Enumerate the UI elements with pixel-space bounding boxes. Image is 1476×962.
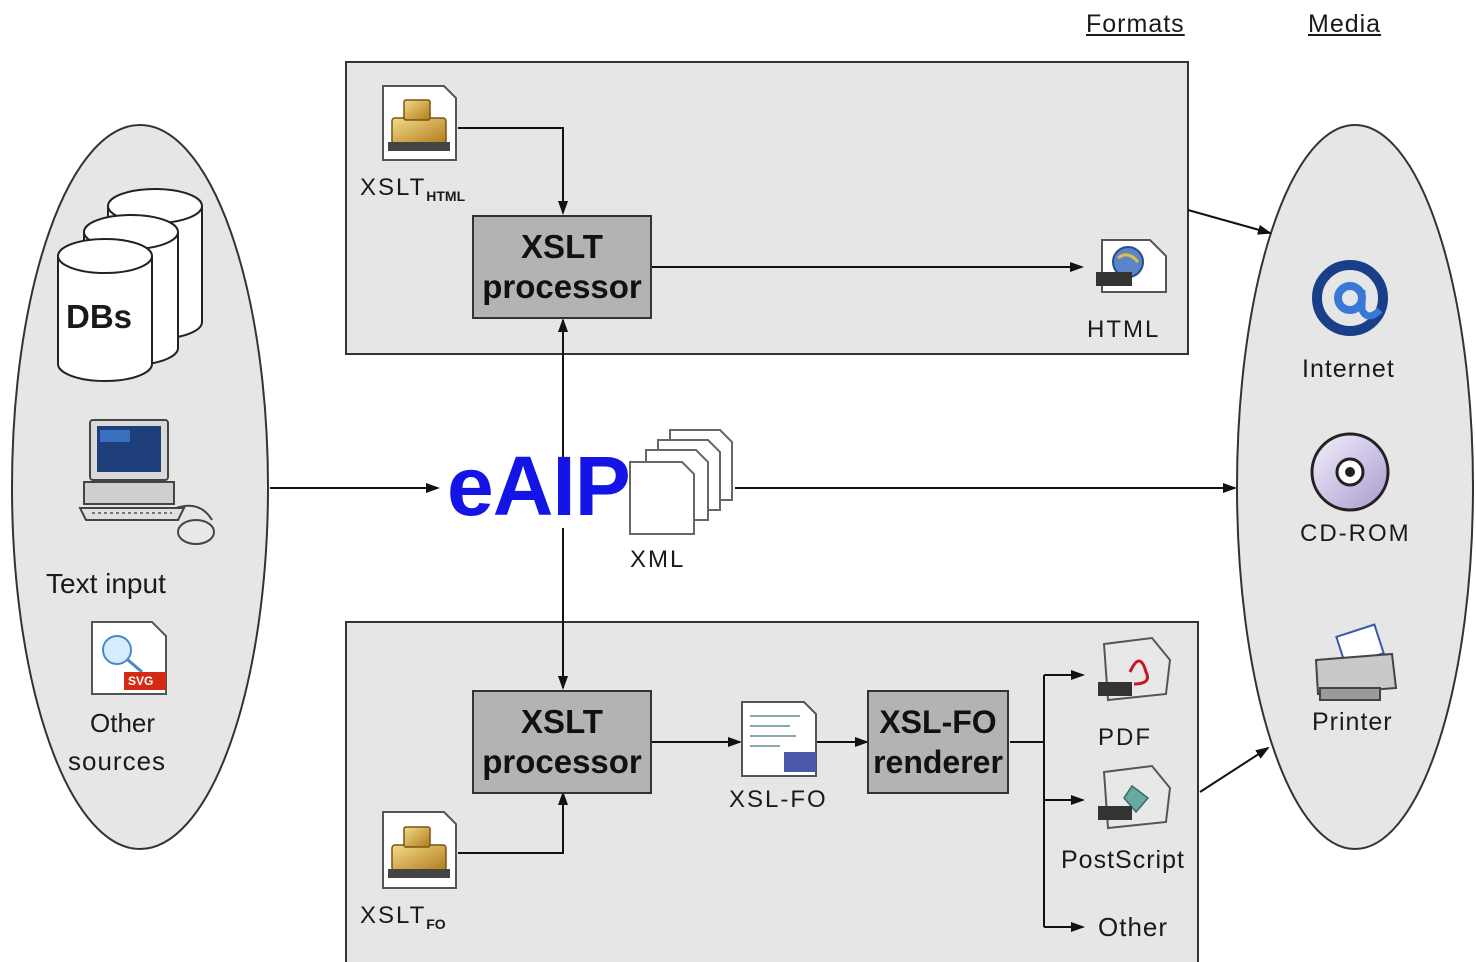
- print-panel-to-media-arrow: [1199, 746, 1270, 793]
- html-file-icon: [1096, 239, 1167, 293]
- xslfo-label: XSL-FO: [729, 786, 828, 813]
- at-sign-icon: [1312, 260, 1388, 336]
- databases-label: DBs: [66, 298, 133, 335]
- fo-processor-line1: XSLT: [521, 703, 603, 740]
- html-processor-line2: processor: [482, 268, 642, 305]
- other-sources-label-line2: sources: [68, 746, 167, 776]
- html-panel-to-media-arrow: [1187, 209, 1272, 235]
- xslt-fo-label: XSLTFO: [360, 902, 446, 932]
- html-xslt-processor: XSLT processor: [472, 215, 652, 319]
- other-sources-label-line1: Other: [90, 708, 156, 738]
- xslfo-file-icon: [741, 701, 817, 777]
- text-input-label: Text input: [46, 568, 166, 599]
- formats-header: Formats: [1086, 10, 1185, 38]
- pdf-file-icon: [1098, 636, 1172, 702]
- xslt-html-label: XSLTHTML: [360, 174, 466, 204]
- xslt-stylesheet-icon: [382, 811, 457, 889]
- fo-xslt-processor: XSLT processor: [472, 690, 652, 794]
- computer-icon: [78, 419, 215, 545]
- postscript-output-label: PostScript: [1061, 846, 1185, 874]
- cd-rom-icon: [1310, 432, 1390, 512]
- xslt-stylesheet-icon: [382, 85, 457, 161]
- svg-file-icon: [91, 621, 167, 695]
- cdrom-label: CD-ROM: [1300, 520, 1411, 547]
- xml-documents-icon: [629, 429, 733, 535]
- postscript-file-icon: [1098, 764, 1172, 830]
- html-processor-line1: XSLT: [521, 228, 603, 265]
- media-header: Media: [1308, 10, 1382, 38]
- database-icon: [57, 188, 203, 382]
- xslfo-renderer: XSL-FO renderer: [867, 690, 1009, 794]
- connectors: [270, 127, 1272, 932]
- xslt-fo-to-processor-arrow: [458, 791, 568, 854]
- xml-label: XML: [630, 546, 686, 573]
- printer-label: Printer: [1312, 708, 1393, 736]
- printer-icon: [1314, 623, 1398, 701]
- internet-label: Internet: [1302, 355, 1395, 383]
- fo-processor-line2: processor: [482, 743, 642, 780]
- eaip-logo: eAIP: [447, 439, 631, 533]
- other-output-label: Other: [1098, 912, 1169, 942]
- xslt-html-subscript: HTML: [426, 188, 466, 204]
- renderer-line2: renderer: [873, 744, 1003, 780]
- svg-badge-label: SVG: [128, 674, 154, 688]
- pdf-output-label: PDF: [1098, 724, 1152, 751]
- html-output-label: HTML: [1087, 316, 1161, 343]
- xslt-fo-subscript: FO: [426, 916, 446, 932]
- xslt-html-to-processor-arrow: [458, 127, 568, 215]
- renderer-line1: XSL-FO: [879, 704, 997, 740]
